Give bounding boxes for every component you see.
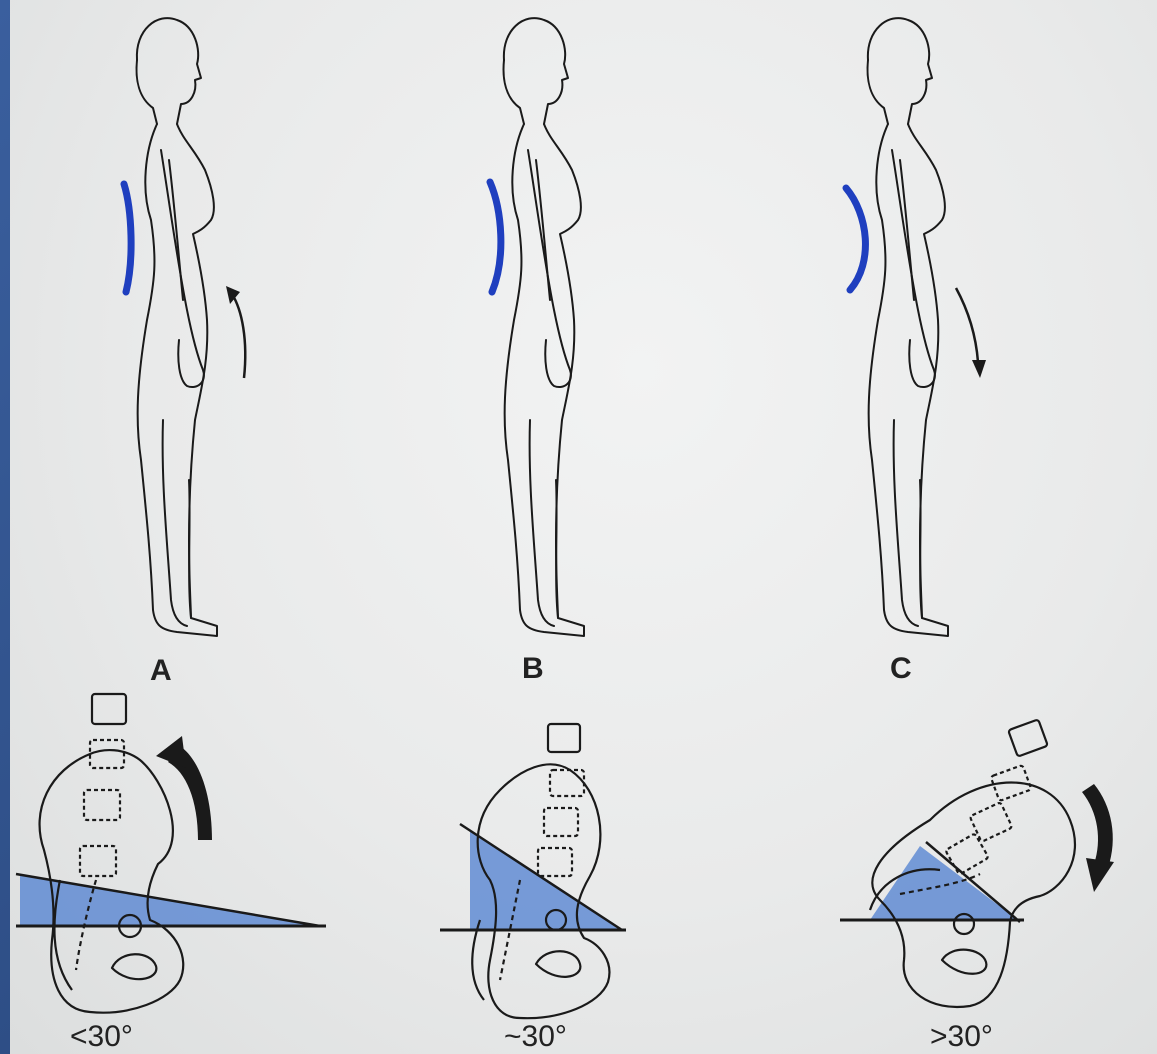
angle-label-c: >30°: [930, 1020, 993, 1053]
figure-a: [124, 18, 245, 636]
arrow-down-curved-icon: [956, 288, 986, 378]
panel-letter-b: B: [522, 652, 544, 685]
lumbar-curve-b: [490, 182, 501, 292]
pelvis-diagram-c: [840, 719, 1114, 1007]
panel-letter-a: A: [150, 654, 172, 687]
figure-b: [490, 18, 584, 636]
figure-c: [846, 18, 986, 636]
bold-arrow-clockwise-down-icon: [1082, 784, 1114, 892]
bold-arrow-clockwise-up-icon: [156, 736, 212, 840]
angle-label-b: ~30°: [504, 1020, 567, 1053]
arrow-up-curved-icon: [226, 286, 245, 378]
pelvis-diagram-b: [440, 724, 626, 1018]
angle-label-a: <30°: [70, 1020, 133, 1053]
panel-letter-c: C: [890, 652, 912, 685]
lumbar-curve-a: [124, 184, 131, 292]
pelvis-diagram-a: [16, 694, 326, 1013]
lumbar-curve-c: [846, 188, 865, 290]
